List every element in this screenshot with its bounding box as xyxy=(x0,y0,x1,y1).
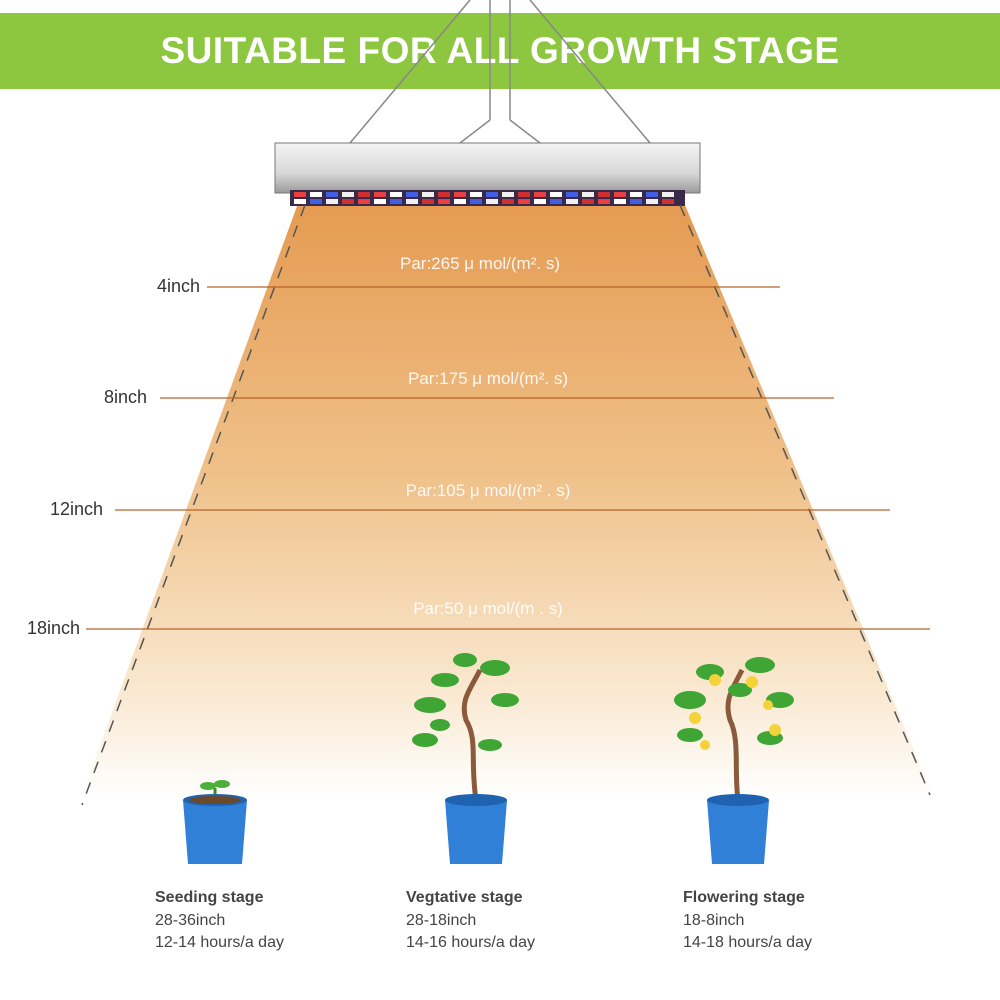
par-value: Par:50 μ mol/(m . s) xyxy=(413,599,563,618)
led xyxy=(662,192,674,197)
stage-seeding: Seeding stage 28-36inch 12-14 hours/a da… xyxy=(155,887,284,954)
led xyxy=(566,199,578,204)
grow-light-panel xyxy=(274,142,701,194)
led xyxy=(422,192,434,197)
led xyxy=(342,199,354,204)
beam-edge-left xyxy=(81,204,306,806)
distance-label: 8inch xyxy=(103,387,147,407)
par-value: Par:175 μ mol/(m². s) xyxy=(408,369,568,388)
stage-name: Flowering stage xyxy=(683,889,805,906)
led xyxy=(454,199,466,204)
led xyxy=(326,192,338,197)
distance-label: 4inch xyxy=(156,276,200,296)
led xyxy=(438,199,450,204)
led xyxy=(582,192,594,197)
stage-hours: 12-14 hours/a day xyxy=(155,934,284,951)
led xyxy=(390,199,402,204)
stage-hours: 14-18 hours/a day xyxy=(683,934,812,951)
distance-label: 12inch xyxy=(49,499,103,519)
pot xyxy=(445,800,507,864)
led xyxy=(454,192,466,197)
led xyxy=(342,192,354,197)
stage-name: Seeding stage xyxy=(155,889,264,906)
stage-distance: 28-36inch xyxy=(155,912,226,929)
led xyxy=(550,192,562,197)
led xyxy=(470,199,482,204)
led xyxy=(614,192,626,197)
vegetative-plant xyxy=(412,653,519,864)
pot xyxy=(707,800,769,864)
led xyxy=(470,192,482,197)
led xyxy=(390,192,402,197)
led xyxy=(566,192,578,197)
stage-flowering: Flowering stage 18-8inch 14-18 hours/a d… xyxy=(683,887,812,954)
beam-edge-right xyxy=(679,204,931,796)
led xyxy=(518,199,530,204)
light-beam xyxy=(80,198,935,800)
led xyxy=(518,192,530,197)
stage-distance: 18-8inch xyxy=(683,912,745,929)
led xyxy=(310,199,322,204)
led xyxy=(662,199,674,204)
led xyxy=(502,192,514,197)
led xyxy=(598,199,610,204)
led xyxy=(406,199,418,204)
led xyxy=(646,199,658,204)
led xyxy=(294,199,306,204)
led xyxy=(294,192,306,197)
led xyxy=(646,192,658,197)
par-value: Par:265 μ mol/(m². s) xyxy=(400,254,560,273)
led xyxy=(630,192,642,197)
stage-distance: 28-18inch xyxy=(406,912,477,929)
led xyxy=(374,199,386,204)
led xyxy=(406,192,418,197)
led xyxy=(502,199,514,204)
led xyxy=(582,199,594,204)
led xyxy=(438,192,450,197)
led xyxy=(310,192,322,197)
par-value: Par:105 μ mol/(m² . s) xyxy=(405,481,571,500)
led xyxy=(534,199,546,204)
led xyxy=(326,199,338,204)
hanging-wires xyxy=(349,0,651,144)
distance-label: 18inch xyxy=(26,618,80,638)
pot xyxy=(183,800,247,864)
stage-name: Vegtative stage xyxy=(406,889,523,906)
led xyxy=(550,199,562,204)
led-grid xyxy=(294,192,674,204)
led xyxy=(358,192,370,197)
stage-vegetative: Vegtative stage 28-18inch 14-16 hours/a … xyxy=(406,887,535,954)
led xyxy=(486,192,498,197)
title-banner: SUITABLE FOR ALL GROWTH STAGE xyxy=(0,13,1000,89)
led xyxy=(630,199,642,204)
led xyxy=(534,192,546,197)
led xyxy=(374,192,386,197)
seedling-plant xyxy=(183,780,247,864)
title: SUITABLE FOR ALL GROWTH STAGE xyxy=(160,30,840,71)
led xyxy=(614,199,626,204)
led xyxy=(358,199,370,204)
led xyxy=(486,199,498,204)
led xyxy=(422,199,434,204)
led xyxy=(598,192,610,197)
stage-hours: 14-16 hours/a day xyxy=(406,934,535,951)
flowering-plant xyxy=(674,657,794,864)
